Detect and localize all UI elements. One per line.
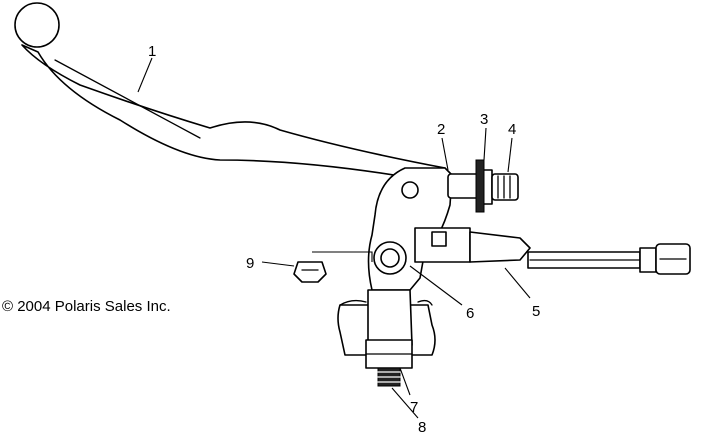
- callout-9: 9: [246, 255, 254, 272]
- clutch-cable: [414, 227, 691, 275]
- callout-7: 7: [410, 399, 418, 416]
- leader-lines: [137, 57, 531, 419]
- callout-4: 4: [508, 121, 516, 138]
- lever-perch: [365, 167, 453, 387]
- callout-2: 2: [437, 121, 445, 138]
- nut: [293, 261, 327, 283]
- callout-3: 3: [480, 111, 488, 128]
- callout-6: 6: [466, 305, 474, 322]
- callout-1: 1: [148, 43, 156, 60]
- callout-8: 8: [418, 419, 426, 433]
- copyright-notice: © 2004 Polaris Sales Inc.: [2, 298, 171, 315]
- callout-5: 5: [532, 303, 540, 320]
- lever: [14, 2, 449, 181]
- cable-adjuster: [447, 159, 519, 213]
